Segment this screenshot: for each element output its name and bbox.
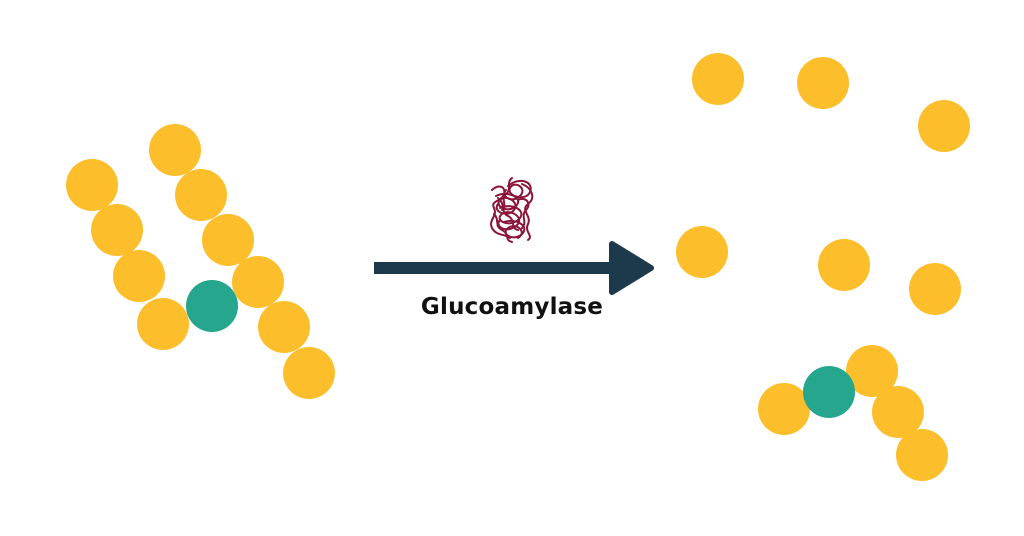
reaction-arrow bbox=[374, 241, 654, 295]
glucose-unit bbox=[872, 386, 924, 438]
branch-point-unit bbox=[186, 280, 238, 332]
glucose-unit bbox=[846, 345, 898, 397]
glucose-unit bbox=[258, 301, 310, 353]
glucose-unit bbox=[283, 347, 335, 399]
glucose-unit bbox=[758, 383, 810, 435]
glucose-unit bbox=[909, 263, 961, 315]
glucose-unit bbox=[797, 57, 849, 109]
glucose-unit bbox=[676, 226, 728, 278]
enzyme-icon bbox=[490, 177, 534, 243]
product-free-glucose bbox=[676, 53, 970, 315]
glucose-unit bbox=[232, 256, 284, 308]
substrate-branched-chain bbox=[66, 124, 335, 399]
glucose-unit bbox=[66, 159, 118, 211]
glucose-unit bbox=[818, 239, 870, 291]
branch-point-unit bbox=[803, 366, 855, 418]
glucose-unit bbox=[113, 250, 165, 302]
glucose-unit bbox=[896, 429, 948, 481]
glucose-unit bbox=[175, 169, 227, 221]
glucose-unit bbox=[692, 53, 744, 105]
glucose-unit bbox=[91, 204, 143, 256]
glucose-unit bbox=[137, 298, 189, 350]
glucose-unit bbox=[918, 100, 970, 152]
glucose-unit bbox=[149, 124, 201, 176]
product-branched-fragment bbox=[758, 345, 948, 481]
enzyme-label: Glucoamylase bbox=[420, 294, 604, 320]
glucose-unit bbox=[202, 214, 254, 266]
